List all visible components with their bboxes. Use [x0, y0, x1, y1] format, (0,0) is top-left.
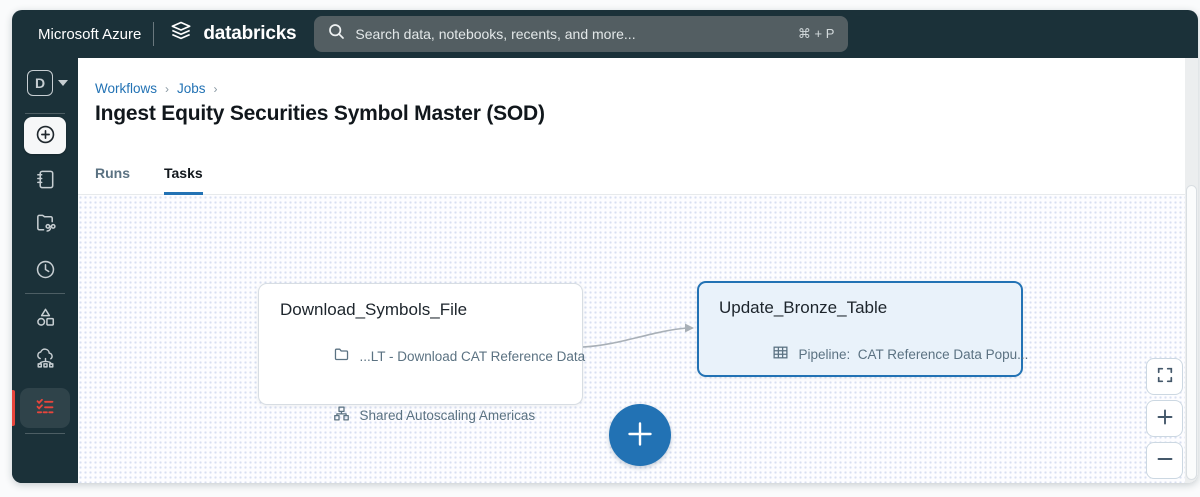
global-search[interactable]: ⌘ + P: [314, 16, 849, 52]
app-window: Microsoft Azure databricks ⌘ + P: [12, 10, 1198, 483]
breadcrumb-jobs-link[interactable]: Jobs: [177, 81, 206, 96]
repo-branch-folder-icon: [34, 212, 57, 240]
sidebar-item-data[interactable]: [33, 308, 57, 332]
sidebar-item-compute[interactable]: [33, 348, 57, 376]
plus-circle-icon: [34, 123, 57, 149]
sidebar-item-notebooks[interactable]: [33, 170, 57, 194]
breadcrumb-workflows-link[interactable]: Workflows: [95, 81, 158, 96]
breadcrumb: Workflows › Jobs ›: [95, 81, 218, 96]
tab-runs[interactable]: Runs: [95, 165, 130, 181]
zoom-in-button[interactable]: [1146, 400, 1183, 437]
search-input[interactable]: [355, 26, 788, 42]
tab-tasks[interactable]: Tasks: [164, 154, 203, 195]
search-shortcut-hint: ⌘ + P: [797, 26, 835, 41]
task-card-update-bronze-table[interactable]: Update_Bronze_Table Pipeline: CAT Refere…: [697, 281, 1028, 379]
add-task-button[interactable]: [609, 404, 671, 466]
cluster-icon: [280, 390, 350, 440]
workspace-initial-badge: D: [27, 70, 53, 96]
task-name: Update_Bronze_Table: [719, 298, 888, 317]
task-card-download-symbols-file[interactable]: Download_Symbols_File ...LT - Download C…: [258, 283, 585, 423]
sidebar-divider: [25, 433, 65, 434]
canvas-zoom-controls: [1146, 358, 1183, 479]
search-icon: [328, 23, 345, 45]
table-icon: [719, 329, 789, 379]
fit-view-icon: [1156, 366, 1174, 387]
top-bar: Microsoft Azure databricks ⌘ + P: [12, 10, 1198, 58]
shapes-icon: [34, 306, 57, 334]
task-cluster-text: Shared Autoscaling Americas: [359, 407, 536, 423]
task-name: Download_Symbols_File: [280, 300, 468, 319]
dag-canvas[interactable]: Download_Symbols_File ...LT - Download C…: [78, 195, 1198, 483]
sidebar-divider: [25, 293, 65, 294]
chevron-down-icon: [58, 80, 68, 86]
breadcrumb-separator: ›: [213, 81, 218, 96]
vertical-scrollbar-track[interactable]: [1185, 58, 1198, 483]
topbar-divider: [153, 22, 155, 46]
zoom-in-icon: [1155, 407, 1175, 430]
sidebar-item-recents[interactable]: [33, 260, 57, 284]
tab-bar: Runs Tasks: [78, 154, 1198, 195]
sidebar-item-repos[interactable]: [33, 214, 57, 238]
task-connector-edge: [582, 323, 694, 348]
sidebar-divider: [25, 113, 65, 114]
active-item-indicator: [12, 390, 15, 426]
task-cluster-row: Shared Autoscaling Americas: [280, 390, 561, 440]
workspace-switcher[interactable]: D: [27, 70, 68, 96]
page-title: Ingest Equity Securities Symbol Master (…: [95, 102, 545, 125]
task-pipeline-text: Pipeline: CAT Reference Data Popu...: [798, 346, 1029, 362]
zoom-out-button[interactable]: [1146, 442, 1183, 479]
databricks-stack-icon: [168, 19, 194, 50]
workflows-checklist-icon: [33, 394, 57, 423]
zoom-out-icon: [1155, 449, 1175, 472]
clock-icon: [34, 258, 57, 286]
folder-icon: [280, 331, 350, 381]
breadcrumb-separator: ›: [165, 81, 170, 96]
sidebar-item-workflows[interactable]: [20, 388, 70, 428]
azure-label: Microsoft Azure: [38, 25, 142, 43]
databricks-wordmark: databricks: [203, 23, 297, 44]
cloud-compute-icon: [34, 348, 57, 376]
new-button[interactable]: [24, 117, 66, 154]
plus-icon: [625, 419, 655, 452]
vertical-scrollbar-thumb[interactable]: [1186, 185, 1197, 480]
task-source-text: ...LT - Download CAT Reference Data: [359, 348, 586, 364]
notebook-icon: [34, 168, 57, 196]
sidebar-nav: D: [12, 58, 78, 483]
task-source-row: ...LT - Download CAT Reference Data: [280, 331, 585, 381]
main-content: Workflows › Jobs › Ingest Equity Securit…: [78, 58, 1198, 483]
databricks-logo[interactable]: databricks: [168, 19, 297, 50]
task-pipeline-row: Pipeline: CAT Reference Data Popu...: [719, 329, 1028, 379]
fit-view-button[interactable]: [1146, 358, 1183, 395]
